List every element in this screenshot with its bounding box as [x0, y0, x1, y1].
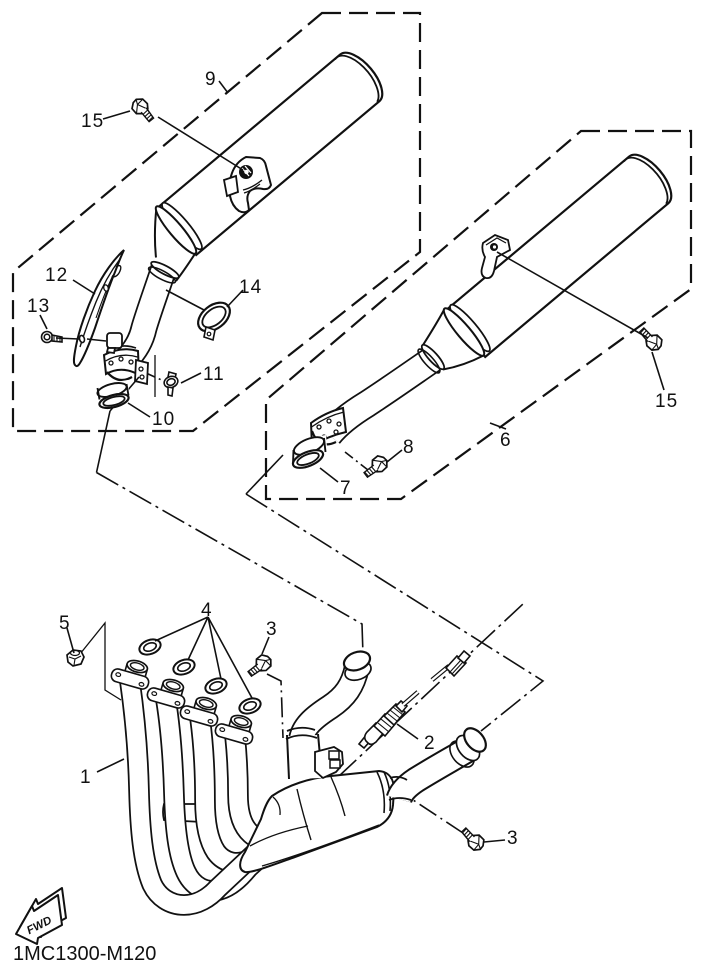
svg-text:5: 5: [59, 613, 70, 634]
svg-text:11: 11: [203, 364, 225, 385]
svg-text:12: 12: [45, 265, 68, 286]
svg-text:4: 4: [201, 600, 212, 621]
svg-text:15: 15: [655, 391, 678, 412]
svg-text:2: 2: [424, 733, 435, 754]
svg-text:8: 8: [403, 437, 414, 458]
svg-text:7: 7: [340, 478, 351, 499]
svg-text:13: 13: [27, 296, 50, 317]
svg-text:10: 10: [152, 409, 175, 430]
svg-text:3: 3: [507, 828, 518, 849]
svg-text:9: 9: [205, 69, 216, 90]
svg-text:14: 14: [239, 277, 262, 298]
svg-text:1MC1300-M120: 1MC1300-M120: [13, 943, 156, 965]
svg-text:15: 15: [81, 111, 104, 132]
svg-text:6: 6: [500, 430, 511, 451]
svg-text:3: 3: [266, 619, 277, 640]
svg-text:1: 1: [80, 767, 91, 788]
